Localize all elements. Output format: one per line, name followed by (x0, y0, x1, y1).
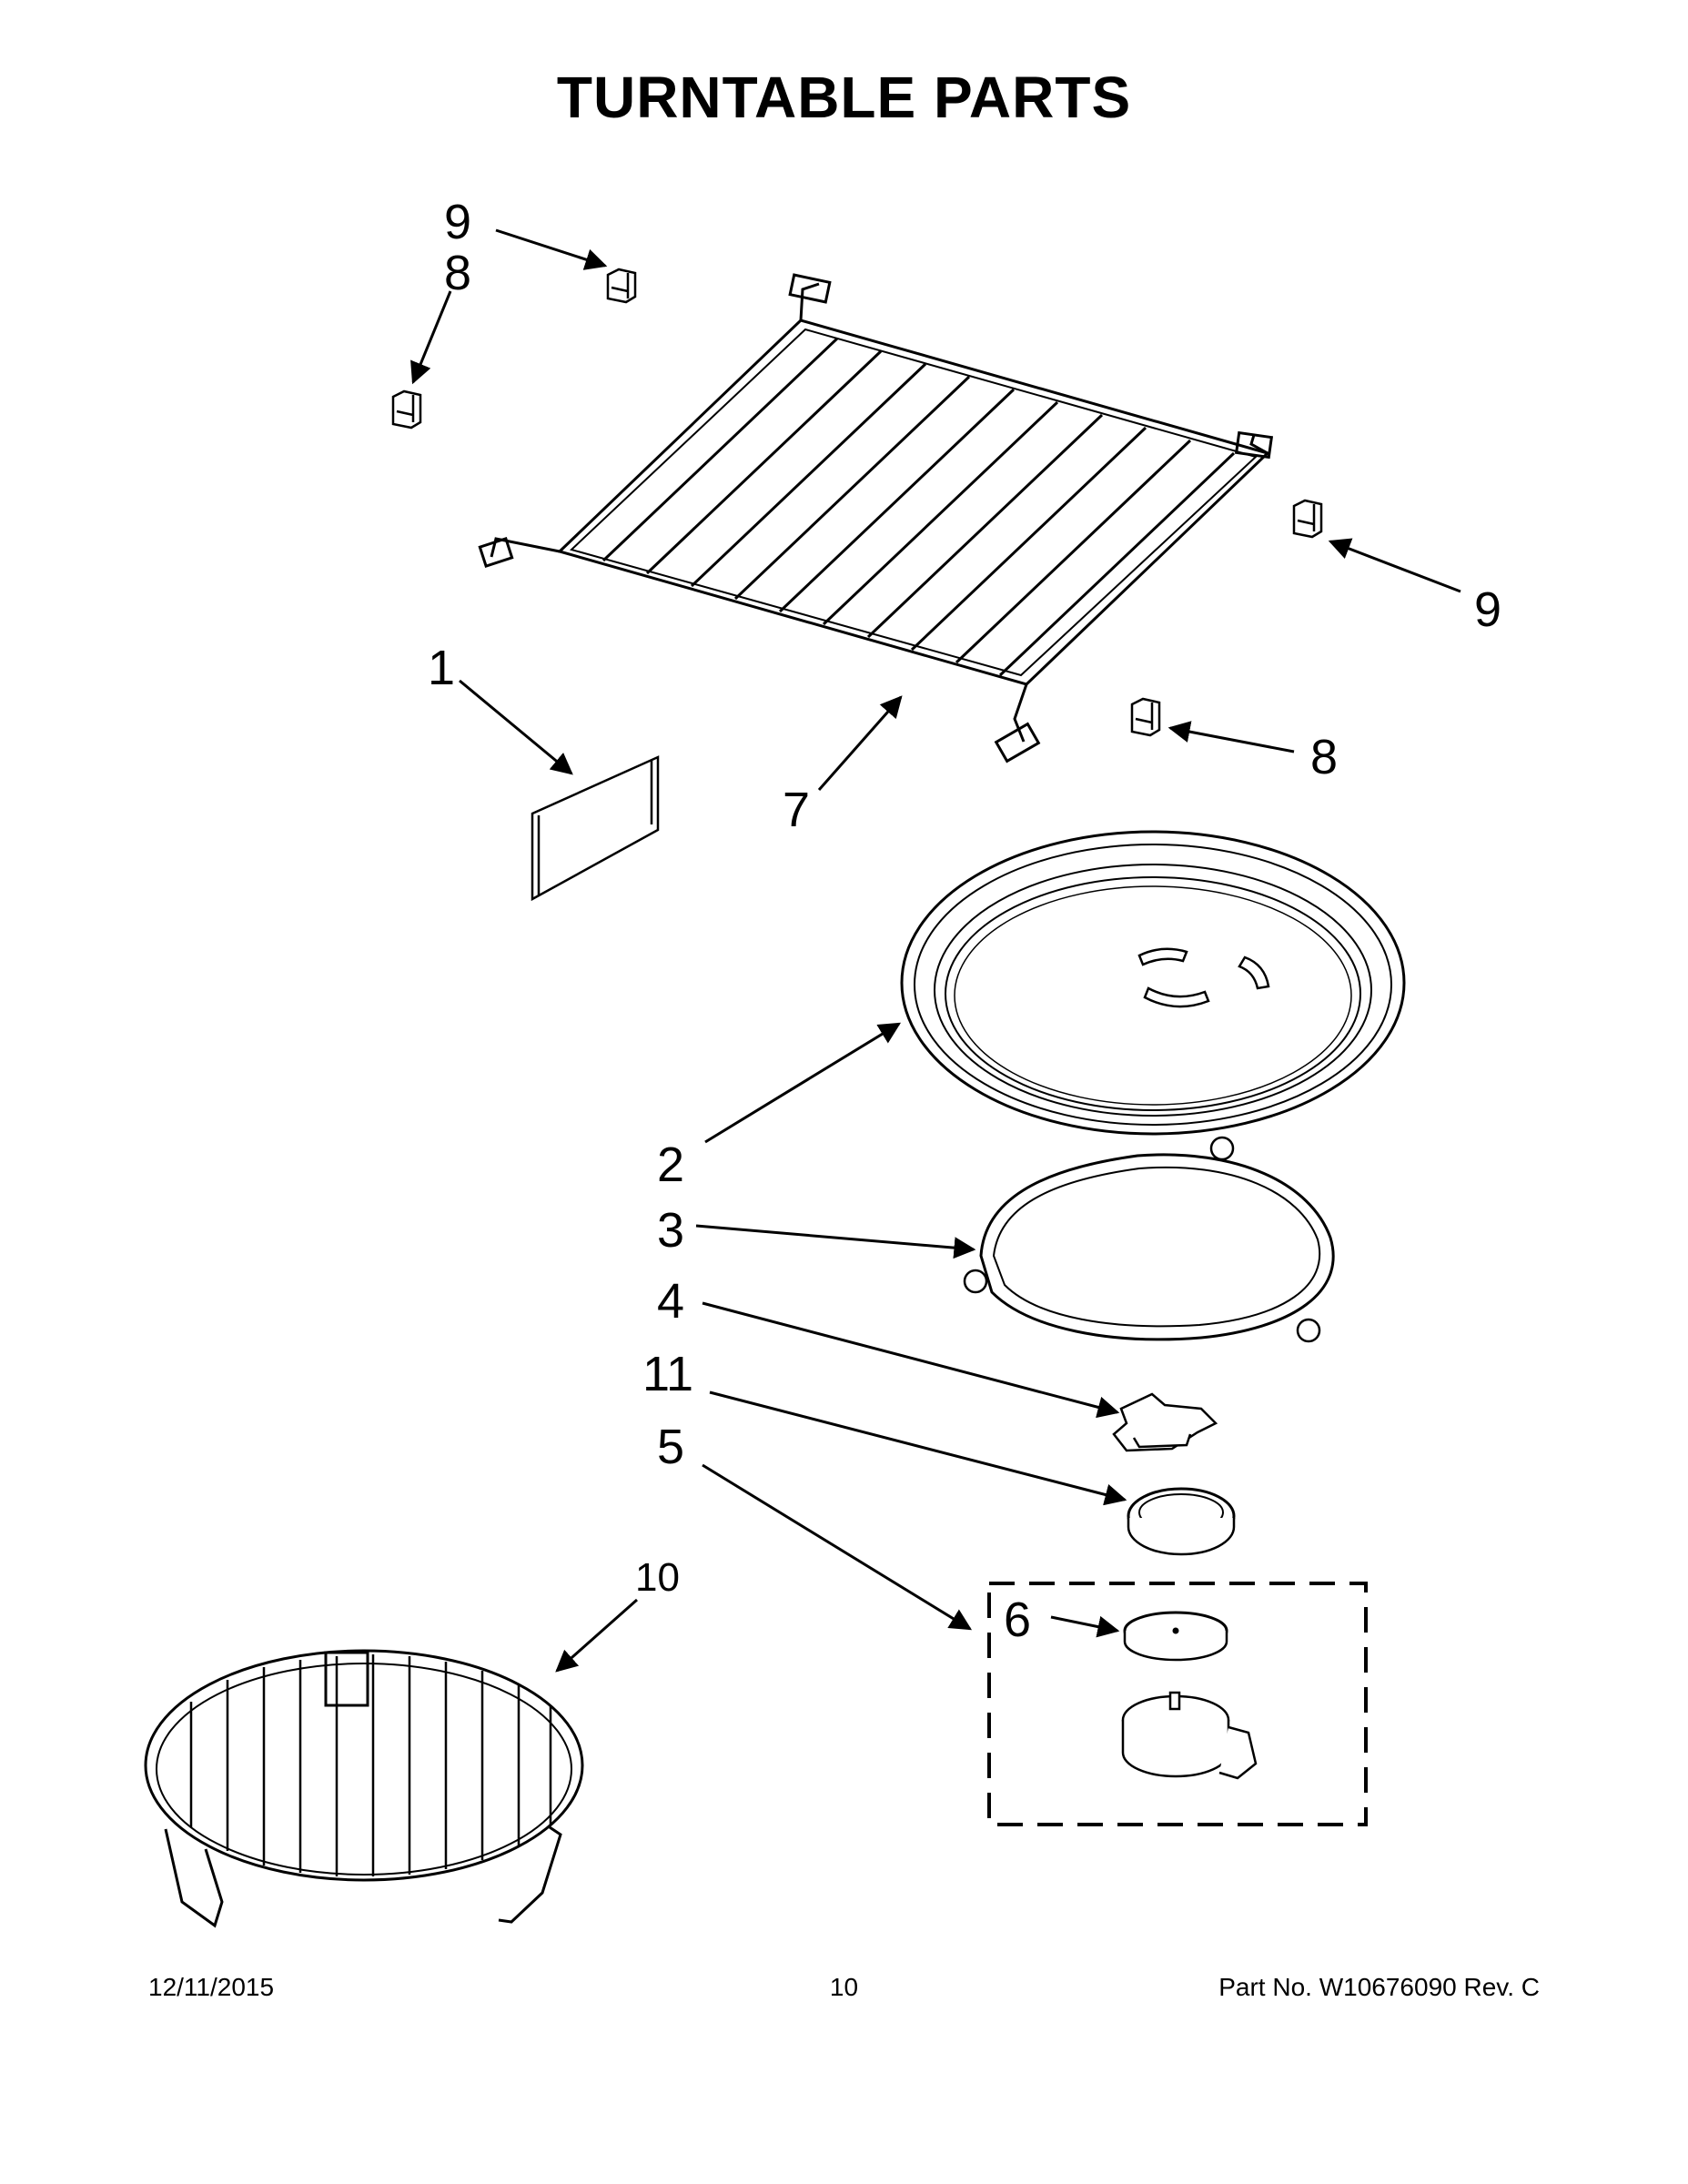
callout-10: 10 (635, 1555, 680, 1600)
clip-part-9-right (1292, 499, 1323, 539)
callout-1: 1 (428, 641, 455, 695)
leader-lines (410, 228, 1461, 1673)
callout-3: 3 (657, 1203, 684, 1258)
clip-part-9-top (606, 268, 637, 304)
callout-7: 7 (783, 783, 810, 837)
turntable-tray-part (900, 830, 1406, 1136)
motor-part (1121, 1691, 1258, 1780)
clip-part-8-left (391, 389, 422, 430)
oven-rack-part (478, 273, 1274, 763)
footer-part-number: Part No. W10676090 Rev. C (1218, 1973, 1540, 2001)
coupler-part (1112, 1392, 1218, 1452)
callout-8-right: 8 (1310, 730, 1338, 784)
callout-8-top: 8 (444, 246, 471, 300)
callout-2: 2 (657, 1138, 684, 1192)
roller-ring-part (963, 1136, 1335, 1343)
callout-9-right: 9 (1474, 582, 1501, 637)
washer-part (1127, 1487, 1236, 1556)
footer-date: 12/11/2015 (148, 1973, 275, 2001)
callout-6: 6 (1004, 1592, 1031, 1647)
callout-4: 4 (657, 1274, 684, 1329)
motor-pad-part (1123, 1611, 1228, 1662)
callout-11: 11 (642, 1347, 693, 1401)
cover-panel-part (531, 755, 660, 902)
motor-assembly-box (987, 1582, 1368, 1826)
callout-5: 5 (657, 1420, 684, 1474)
callout-9-top: 9 (444, 195, 471, 249)
round-rack-part (144, 1649, 584, 1928)
page-title: TURNTABLE PARTS (556, 65, 1132, 130)
clip-part-8-right (1130, 697, 1161, 737)
footer-page-number: 10 (829, 1973, 859, 2001)
